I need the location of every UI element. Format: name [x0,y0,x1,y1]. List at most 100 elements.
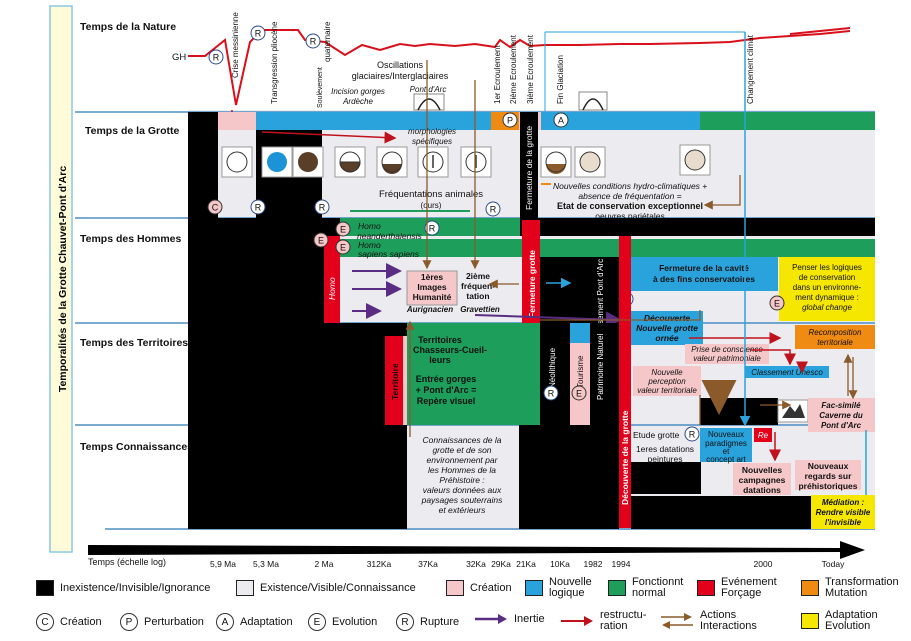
perturbation-icon: P [120,613,138,631]
penser-3: dans un environne- [793,283,862,292]
evolution-icon: E [340,243,346,253]
legend-item-c: C Création [36,613,102,631]
conn-2: grotte et de son [432,445,491,455]
legend-label: Transformation [825,576,899,588]
premieres-1: 1ères [421,272,443,282]
legend-label: Inertie [514,613,545,625]
pont-arc-box [413,93,445,111]
connaissances-black-bottom [631,496,811,529]
pont-arc-icon [417,98,441,111]
fermeture-grotte-bar [520,112,538,218]
tourisme-blue [570,323,590,343]
row-labels-column [75,6,188,552]
fac-simile-icon [782,404,805,418]
territoire-red-bar [385,336,403,425]
cave-water-icon [267,152,287,172]
premieres-2: Images [417,282,447,292]
legend-label: Adaptation [825,609,878,621]
action-arrow [703,175,741,210]
rupture-icon: R [255,29,262,39]
decouverte-2: Nouvelle grotte [636,323,698,333]
perception-1: Nouvelle [651,368,683,377]
campagnes-box [733,463,791,495]
restructuration-arrow-icon [561,616,593,626]
swatch-blue [525,580,543,596]
axis-tick-label: 1994 [612,559,631,569]
tourisme: Tourisme [576,355,585,388]
nouvelles-conditions-1: Nouvelles conditions hydro-climatiques + [553,181,707,191]
homo-label: Homo [327,277,337,300]
mediation-box [811,495,875,529]
territoires-black-mid [540,323,570,425]
entree-3: Repère visuel [417,396,476,406]
legend-label: Evolution [332,616,378,628]
legend-item-r: R Rupture [396,613,459,631]
frequentations-2: (ours) [421,201,442,210]
restructuration-arrow [261,131,397,144]
grotte-green-end [700,112,875,130]
conn-5: Préhistoire : [439,475,485,485]
legend-item-inexistence: Inexistence/Invisible/Ignorance [36,580,210,596]
conn-1: Connaissances de la [423,435,502,445]
conn-7: paysages souterrains [421,495,504,505]
swatch-orange [801,580,819,596]
rupture-icon [543,385,559,401]
axis-tick-label: 1982 [584,559,603,569]
perception-2: perception [647,377,686,386]
tourisme-pink [570,343,590,425]
territoire-label: Territoire [390,363,400,400]
cave-floor-icon [382,164,402,174]
conn-4: les Hommes de la [428,465,496,475]
entree-2: + Pont d'Arc = [416,385,477,395]
penser-2: de conservation [799,273,855,282]
rupture-icon: R [310,37,317,47]
soulevement-b: quaternaire [323,21,332,62]
swatch-grey [236,580,254,596]
row-label-grotte: Temps de la Grotte [85,125,179,137]
tcc-3: leurs [429,355,451,365]
fac-simile-box [808,398,875,432]
row-label-connaissances: Temps Connaissances [80,441,193,453]
sapiens-bar [340,239,875,257]
mediation-2: Rendre visible [816,508,871,517]
fermeture-hommes-label: Fermeture grotte [527,250,537,318]
patrimoine-black [590,323,620,425]
conn-3: environnement par [427,455,499,465]
neander-2: neanderthalensis [357,231,422,241]
paradigmes-box [700,428,752,462]
legend-label: Forçage [721,587,762,599]
evolution-icon [313,232,329,248]
decouverte-nouvelle-box [631,311,703,345]
glaciation-icon [582,98,604,111]
cave-outline [339,151,361,173]
entree-1: Entrée gorges [416,374,477,384]
legend-label: Nouvelle [549,576,592,588]
premieres-3: Humanité [413,292,452,302]
decouverte-1: Découverte [644,313,691,323]
ecroulement-2: 2ième Ecroulement [509,34,518,104]
mediation-1: Médiation : [822,498,865,507]
connaissances-black-box [631,462,701,494]
connaissances-black-left [188,425,407,529]
fac-1: Fac-similé [821,401,861,410]
legend-label: Evolution [825,620,871,632]
decouverte-red-bar [619,236,631,528]
re-box [754,428,772,442]
changement-climat: Changement climat [746,34,755,104]
hommes-black-left [188,218,324,323]
legend-item-inertie: Inertie [474,613,545,625]
ecroulement-3: 3ième Ecroulement [526,34,535,104]
legend-label: logique [549,587,585,599]
rupture-icon: R [429,224,436,234]
connaissances-black-right [519,425,619,529]
rupture-icon: R [396,613,414,631]
row-label-nature: Temps de la Nature [80,21,176,33]
adaptation-icon [553,112,569,128]
penser-box [779,257,875,321]
soulevement-a: Soulèvement [317,67,324,108]
legend-label: Evénement [721,576,777,588]
evolution-icon [571,385,587,401]
rupture-icon [424,220,440,236]
pont-arc-label: Pont d'Arc [410,85,447,94]
